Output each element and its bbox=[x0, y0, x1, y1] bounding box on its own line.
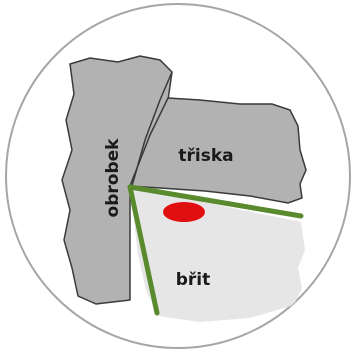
tool-flank-face bbox=[127, 184, 160, 316]
heat-zone-marker bbox=[163, 202, 205, 222]
workpiece-label: obrobek bbox=[103, 138, 123, 218]
shear-line bbox=[131, 71, 173, 187]
tool-label: břit bbox=[176, 270, 211, 290]
tool-rake-face bbox=[127, 184, 304, 219]
chip-label: třiska bbox=[178, 146, 233, 166]
workpiece-body bbox=[61, 55, 173, 305]
chip-body bbox=[128, 97, 307, 204]
tool-body bbox=[130, 187, 305, 322]
